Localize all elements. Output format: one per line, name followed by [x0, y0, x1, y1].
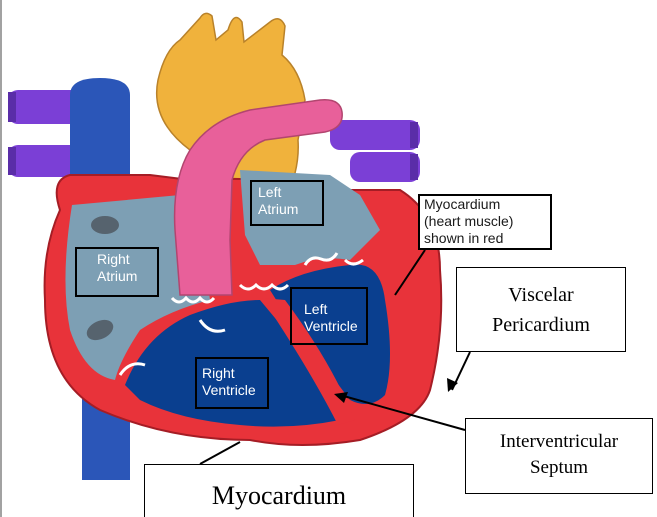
label-left-atrium-line2: Atrium — [258, 201, 322, 218]
label-visceral-pericardium-line2: Pericardium — [457, 310, 625, 340]
label-myocardium-note-line3: shown in red — [424, 230, 550, 247]
label-right-atrium-line2: Atrium — [97, 268, 157, 285]
label-left-ventricle-line1: Left — [304, 301, 366, 318]
label-visceral-pericardium-line1: Viscelar — [457, 280, 625, 310]
label-left-atrium: Left Atrium — [250, 180, 324, 226]
label-interventricular-septum-line2: Septum — [466, 455, 652, 481]
atrium-opening-upper — [91, 216, 119, 234]
label-right-atrium: Right Atrium — [75, 247, 159, 297]
label-interventricular-septum-line1: Interventricular — [466, 429, 652, 455]
label-right-ventricle: Right Ventricle — [195, 357, 269, 409]
label-myocardium: Myocardium — [144, 464, 414, 517]
label-myocardium-text: Myocardium — [212, 481, 346, 510]
label-right-ventricle-line2: Ventricle — [202, 382, 267, 399]
right-pulmonary-veins — [330, 120, 420, 182]
label-myocardium-note: Myocardium (heart muscle) shown in red — [418, 194, 552, 250]
label-interventricular-septum: Interventricular Septum — [465, 418, 653, 494]
label-right-ventricle-line1: Right — [202, 365, 267, 382]
label-myocardium-note-line2: (heart muscle) — [424, 213, 550, 230]
label-left-ventricle-line2: Ventricle — [304, 318, 366, 335]
label-myocardium-note-line1: Myocardium — [424, 196, 550, 213]
label-right-atrium-line1: Right — [97, 251, 157, 268]
label-left-ventricle: Left Ventricle — [290, 287, 368, 345]
label-left-atrium-line1: Left — [258, 184, 322, 201]
label-visceral-pericardium: Viscelar Pericardium — [456, 267, 626, 352]
